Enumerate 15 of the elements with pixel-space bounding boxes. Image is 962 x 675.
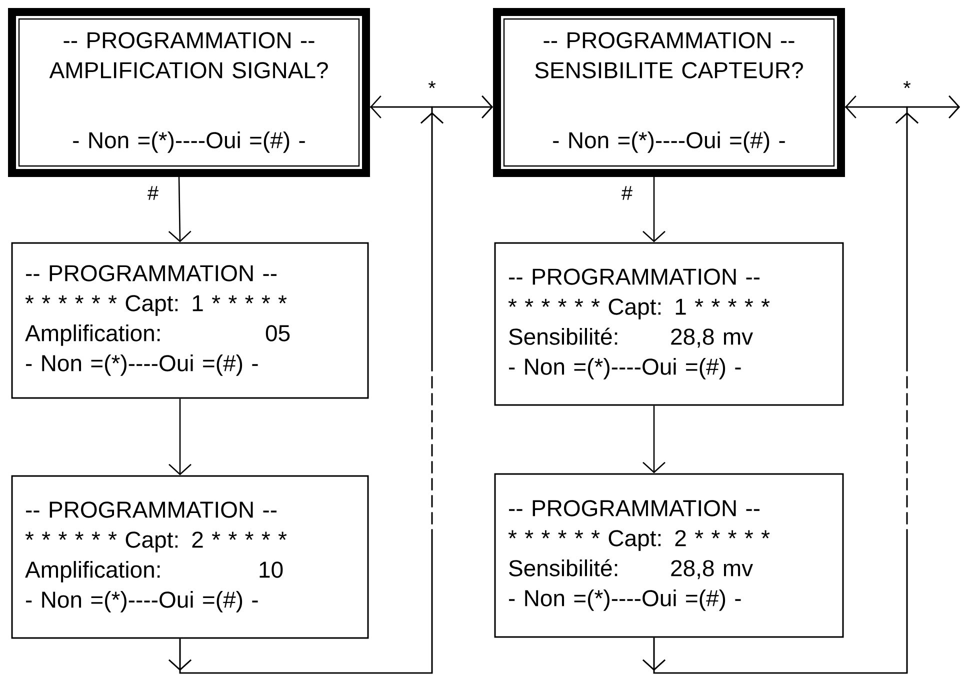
display-box: -- PROGRAMMATION -- * * * * * * Capt: 2 * * * * * Sensibilité: 28,8 mv - Non =(*)----Oui =(#) - <box>494 473 844 638</box>
display-box: -- PROGRAMMATION -- * * * * * * Capt: 1 * * * * * Amplification: 05 - Non =(*)----Oui =(#) - <box>11 242 369 399</box>
edge-label: # <box>622 186 632 200</box>
arrow <box>168 176 192 242</box>
edge-label: * <box>903 81 911 88</box>
edge-label: * <box>428 81 436 88</box>
arrow <box>168 398 192 476</box>
arrow <box>168 96 493 674</box>
arrow <box>642 406 666 474</box>
display-box: -- PROGRAMMATION -- * * * * * * Capt: 1 * * * * * Sensibilité: 28,8 mv - Non =(*)----Oui =(#) - <box>494 242 844 406</box>
menu-box: -- PROGRAMMATION -- SENSIBILITE CAPTEUR? - Non =(*)----Oui =(#) - <box>493 8 845 177</box>
menu-box: -- PROGRAMMATION -- AMPLIFICATION SIGNAL? - Non =(*)----Oui =(#) - <box>8 8 370 177</box>
arrow <box>642 177 666 242</box>
display-box: -- PROGRAMMATION -- * * * * * * Capt: 2 * * * * * Amplification: 10 - Non =(*)----Oui =(#) - <box>11 475 369 639</box>
edge-label: # <box>148 186 158 200</box>
